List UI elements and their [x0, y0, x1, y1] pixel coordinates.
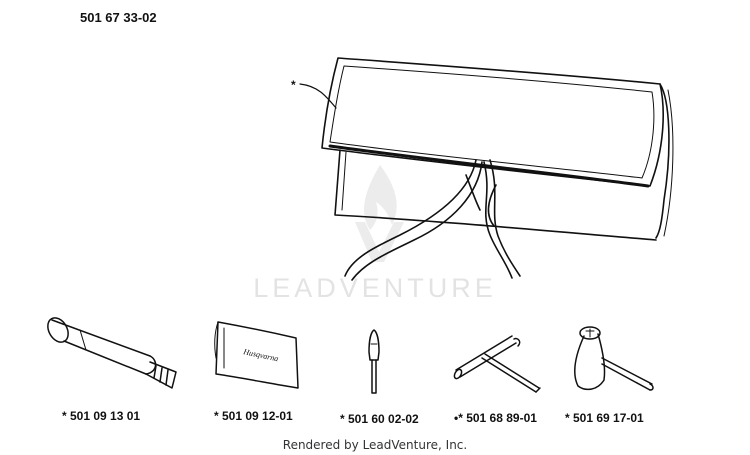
- part-label-t-wrench[interactable]: •* 501 68 89-01: [454, 411, 537, 425]
- tool-roll-drawing: [321, 57, 674, 281]
- tool-bag-drawing: [214, 321, 299, 389]
- flame-logo-icon: [355, 165, 404, 262]
- part-label-combination-wrench[interactable]: * 501 69 17-01: [565, 411, 644, 425]
- plug-wrench-drawing: [47, 317, 177, 389]
- part-label-plug-wrench[interactable]: * 501 09 13 01: [62, 409, 141, 423]
- part-label-screwdriver[interactable]: * 501 60 02-02: [340, 412, 419, 426]
- tool-bag-print: Husqvarna: [242, 347, 280, 363]
- kit-part-number: 501 67 33-02: [80, 10, 157, 25]
- callout-leader-line: [299, 83, 337, 109]
- combination-wrench-drawing: [574, 326, 654, 391]
- footer-credit: Rendered by LeadVenture, Inc.: [282, 438, 468, 452]
- watermark-text: LEADVENTURE: [253, 273, 497, 303]
- t-wrench-drawing: [453, 335, 541, 393]
- callout-marker: *: [291, 78, 296, 92]
- screwdriver-drawing: [368, 329, 380, 394]
- part-label-tool-bag[interactable]: * 501 09 12-01: [214, 409, 293, 423]
